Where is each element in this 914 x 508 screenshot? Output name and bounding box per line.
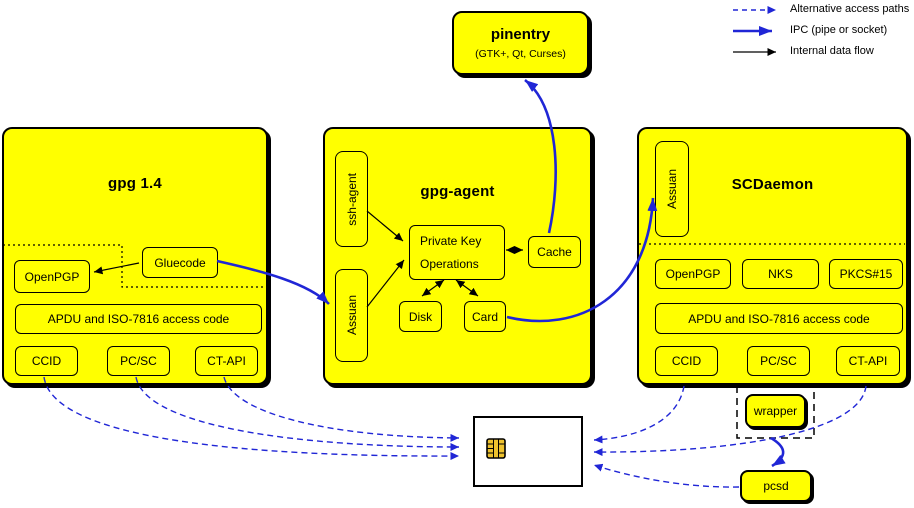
disk-node: Disk xyxy=(399,301,442,332)
scdaemon-apdu-node: APDU and ISO-7816 access code xyxy=(655,303,903,334)
smartcard-node xyxy=(473,416,583,487)
alt-gpg14-ccid-to-card xyxy=(43,376,460,461)
scdaemon-nks-node: NKS xyxy=(742,259,819,289)
alt-scdaemon-ccid-to-card xyxy=(593,385,685,444)
ipc-wrapper-to-pcsd xyxy=(770,436,786,468)
legend-item-alternative-access: Alternative access paths xyxy=(790,3,910,15)
pinentry-title: pinentry xyxy=(490,26,551,43)
scdaemon-pkcs15-node: PKCS#15 xyxy=(829,259,903,289)
alt-scdaemon-ctapi-to-card xyxy=(593,385,867,457)
gpg-agent-title: gpg-agent xyxy=(420,183,495,200)
gpg14-openpgp-node: OpenPGP xyxy=(14,260,90,293)
alt-gpg14-pcsc-to-card xyxy=(135,376,460,451)
chip-icon xyxy=(486,438,506,459)
cache-node: Cache xyxy=(528,236,581,268)
pinentry-node: pinentry (GTK+, Qt, Curses) xyxy=(452,11,589,75)
alt-pcsd-to-card xyxy=(593,463,740,488)
pinentry-subtitle: (GTK+, Qt, Curses) xyxy=(475,48,566,60)
gpg14-node: gpg 1.4 OpenPGP Gluecode APDU and ISO-78… xyxy=(2,127,268,385)
gpg-agent-assuan-node: Assuan xyxy=(335,269,368,362)
legend-item-internal-flow: Internal data flow xyxy=(790,45,874,57)
scdaemon-node: SCDaemon Assuan OpenPGP NKS PKCS#15 APDU… xyxy=(637,127,908,385)
gpg-agent-card-node: Card xyxy=(464,301,506,332)
scdaemon-title: SCDaemon xyxy=(731,176,814,193)
pko-line1: Private Key xyxy=(420,233,482,248)
gpg14-ctapi-node: CT-API xyxy=(195,346,258,376)
scdaemon-pcsc-node: PC/SC xyxy=(747,346,810,376)
gpg14-apdu-node: APDU and ISO-7816 access code xyxy=(15,304,262,334)
gpg-agent-node: gpg-agent ssh-agent Assuan Private Key O… xyxy=(323,127,592,385)
wrapper-node: wrapper xyxy=(745,394,806,428)
scdaemon-ccid-node: CCID xyxy=(655,346,718,376)
alt-gpg14-ctapi-to-card xyxy=(223,376,460,442)
pcsd-node: pcsd xyxy=(740,470,812,502)
scdaemon-assuan-node: Assuan xyxy=(655,141,689,237)
gpg14-pcsc-node: PC/SC xyxy=(107,346,170,376)
gpg-agent-ssh-agent-node: ssh-agent xyxy=(335,151,368,247)
gpg14-gluecode-node: Gluecode xyxy=(142,247,218,278)
scdaemon-ctapi-node: CT-API xyxy=(836,346,900,376)
gpg14-title: gpg 1.4 xyxy=(108,175,162,192)
legend-item-ipc: IPC (pipe or socket) xyxy=(790,24,888,36)
private-key-operations-node: Private Key Operations xyxy=(409,225,505,280)
pko-line2: Operations xyxy=(420,256,479,271)
gpg14-ccid-node: CCID xyxy=(15,346,78,376)
scdaemon-openpgp-node: OpenPGP xyxy=(655,259,731,289)
